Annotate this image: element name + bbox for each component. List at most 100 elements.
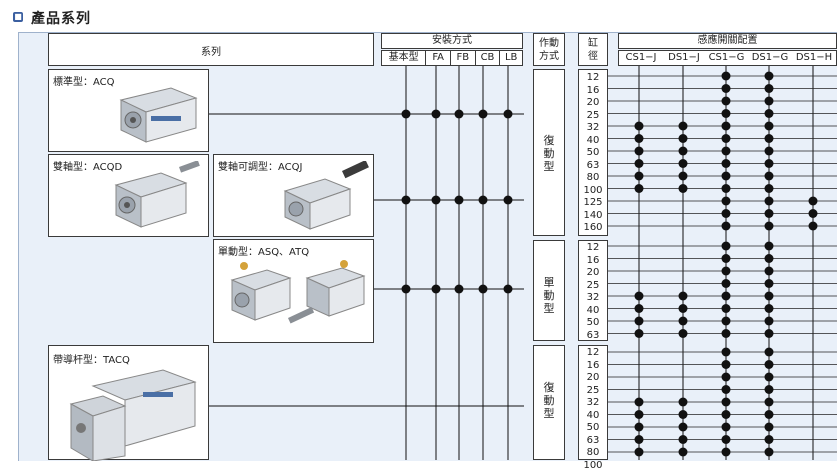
cylinder-acq-image	[111, 80, 201, 146]
connection-dot	[635, 398, 644, 407]
connection-dot	[479, 196, 488, 205]
mount-col-basic: 基本型	[382, 51, 426, 65]
cylinder-acqd-image	[101, 161, 201, 233]
product-card-asq-atq[interactable]: 單動型：ASQ、ATQ	[213, 239, 374, 343]
connection-dot	[679, 435, 688, 444]
connection-dot	[455, 196, 464, 205]
connection-dot	[635, 329, 644, 338]
connection-dot	[432, 196, 441, 205]
bore-size: 125	[579, 197, 607, 210]
bore-size: 25	[579, 385, 607, 398]
connection-dot	[765, 435, 774, 444]
connection-dot	[635, 317, 644, 326]
action-label: 單動型	[542, 276, 556, 315]
connection-dot	[402, 110, 411, 119]
mount-col-fb: FB	[451, 51, 476, 65]
connection-dot	[635, 304, 644, 313]
product-label: 單動型：ASQ、ATQ	[218, 243, 373, 258]
connection-dot	[679, 448, 688, 457]
connection-dot	[722, 423, 731, 432]
connection-dot	[809, 222, 818, 231]
action-cell-double-1: 復動型	[533, 69, 565, 236]
mount-columns-row: 基本型 FA FB CB LB	[381, 50, 523, 66]
connection-dot	[722, 97, 731, 106]
connection-dot	[504, 285, 513, 294]
bore-size: 12	[579, 242, 607, 255]
action-label: 復動型	[542, 134, 556, 173]
mount-col-cb: CB	[476, 51, 501, 65]
connection-dot	[765, 184, 774, 193]
bore-size: 50	[579, 147, 607, 160]
product-card-acqd[interactable]: 雙軸型：ACQD	[48, 154, 209, 237]
connection-dot	[765, 97, 774, 106]
connection-dot	[635, 423, 644, 432]
connection-dot	[679, 410, 688, 419]
connection-dot	[679, 317, 688, 326]
connection-dot	[765, 398, 774, 407]
connection-dot	[765, 448, 774, 457]
connection-dot	[722, 209, 731, 218]
connection-dot	[679, 122, 688, 131]
connection-dot	[722, 172, 731, 181]
mount-col-lb: LB	[500, 51, 522, 65]
bore-size: 40	[579, 305, 607, 318]
bore-size: 40	[579, 135, 607, 148]
bore-size: 40	[579, 410, 607, 423]
sensor-col-cs1-j: CS1−J	[619, 51, 663, 65]
connection-dot	[722, 304, 731, 313]
bore-size: 20	[579, 372, 607, 385]
sensor-header-cell: 感應開關配置	[618, 33, 837, 49]
connection-dot	[455, 285, 464, 294]
connection-dot	[722, 435, 731, 444]
connection-dot	[722, 254, 731, 263]
connection-dot	[765, 360, 774, 369]
bore-size: 50	[579, 422, 607, 435]
connection-dot	[679, 304, 688, 313]
connection-dot	[765, 254, 774, 263]
connection-dot	[722, 197, 731, 206]
connection-dot	[765, 209, 774, 218]
connection-dot	[722, 184, 731, 193]
product-card-acq[interactable]: 標準型：ACQ	[48, 69, 209, 152]
connection-dot	[765, 317, 774, 326]
connection-dot	[679, 423, 688, 432]
connection-dot	[679, 184, 688, 193]
connection-dot	[765, 159, 774, 168]
connection-dot	[765, 423, 774, 432]
connection-dot	[765, 279, 774, 288]
connection-dot	[765, 329, 774, 338]
connection-dot	[765, 134, 774, 143]
cylinder-asq-atq-image	[222, 258, 370, 340]
connection-dot	[765, 122, 774, 131]
product-card-tacq[interactable]: 帶導杆型：TACQ	[48, 345, 209, 460]
action-header-cell: 作動方式	[533, 33, 565, 66]
bore-size: 12	[579, 72, 607, 85]
bore-size: 63	[579, 435, 607, 448]
action-header: 作動方式	[537, 37, 561, 63]
bore-header-cell: 缸徑	[578, 33, 608, 66]
connection-dot	[635, 448, 644, 457]
bore-size: 16	[579, 85, 607, 98]
bore-size: 100	[579, 185, 607, 198]
connection-dot	[722, 410, 731, 419]
connection-dot	[765, 84, 774, 93]
connection-dot	[765, 373, 774, 382]
connection-dot	[722, 159, 731, 168]
connection-dot	[765, 267, 774, 276]
connection-dot	[679, 292, 688, 301]
connection-dot	[635, 435, 644, 444]
connection-dot	[722, 317, 731, 326]
bore-size: 160	[579, 222, 607, 235]
connection-dot	[722, 292, 731, 301]
connection-dot	[432, 285, 441, 294]
connection-dot	[479, 285, 488, 294]
connection-dot	[765, 72, 774, 81]
connection-dot	[679, 398, 688, 407]
bore-size: 50	[579, 317, 607, 330]
connection-dot	[722, 122, 731, 131]
connection-dot	[722, 147, 731, 156]
sensor-col-ds1-h: DS1−H	[792, 51, 836, 65]
cylinder-acqj-image	[280, 161, 372, 233]
product-card-acqj[interactable]: 雙軸可調型：ACQJ	[213, 154, 374, 237]
